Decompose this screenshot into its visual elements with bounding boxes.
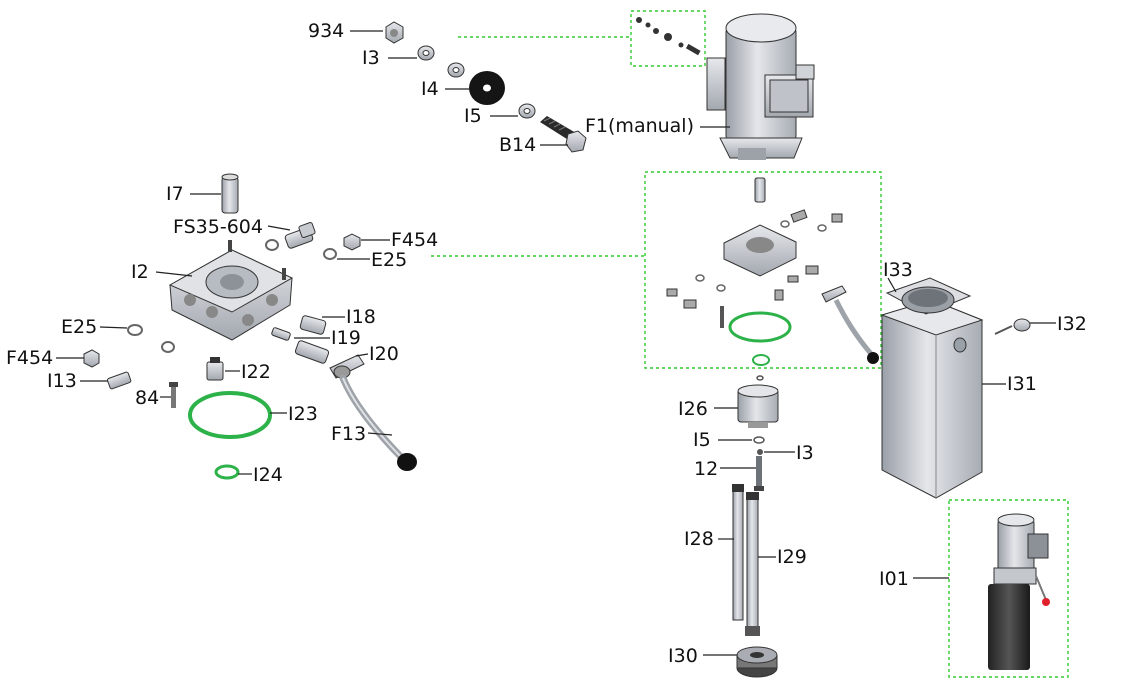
label-i23: I23	[288, 403, 318, 425]
leader-i20	[355, 353, 369, 357]
pump-i26	[737, 384, 779, 428]
handle-f13	[339, 374, 417, 471]
fitting-i13	[107, 371, 132, 390]
plug-f454-left	[83, 349, 100, 368]
oring-e25-right	[323, 248, 337, 260]
valve-cartridge	[294, 340, 330, 364]
label-i3-top: I3	[362, 47, 380, 69]
rubber-washer-i4	[469, 71, 505, 105]
valve-block-i2	[168, 240, 294, 341]
tank-flange-i33	[885, 277, 972, 315]
label-i30: I30	[668, 645, 698, 667]
label-i5-top: I5	[464, 105, 482, 127]
label-i20: I20	[369, 343, 399, 365]
leader-i33	[887, 277, 897, 293]
plug-i18	[299, 315, 327, 335]
detail-box-motor-hardware	[630, 10, 706, 67]
lever-i20	[329, 354, 365, 379]
leader-f13	[367, 432, 393, 436]
label-e25-right: E25	[371, 249, 407, 271]
screw-i19	[271, 327, 291, 341]
breather-i32	[994, 318, 1031, 335]
oring-i23	[188, 391, 272, 439]
label-i22: I22	[241, 361, 271, 383]
filter-i30	[736, 646, 778, 678]
oring-e25-left	[127, 324, 143, 336]
washer-left-2	[161, 341, 175, 353]
label-i13: I13	[47, 370, 77, 392]
fitting-i22	[206, 357, 224, 381]
label-i3-mid: I3	[796, 442, 814, 464]
spacer-i7	[221, 173, 239, 214]
mini-hardware-parts	[636, 17, 701, 56]
label-84: 84	[135, 387, 159, 409]
label-i24: I24	[253, 464, 283, 486]
washer-i3-mid	[757, 449, 763, 455]
leader-i2	[155, 271, 193, 277]
label-i01: I01	[879, 568, 909, 590]
label-i5-mid: I5	[693, 429, 711, 451]
label-i19: I19	[331, 327, 361, 349]
leader-fs35	[267, 225, 291, 231]
label-f13: F13	[331, 423, 366, 445]
label-i26: I26	[678, 398, 708, 420]
label-f454-left: F454	[6, 347, 53, 369]
label-i18: I18	[346, 306, 376, 328]
nut-934	[385, 21, 404, 44]
washer-i5-mid	[753, 436, 765, 444]
label-12: 12	[694, 458, 718, 480]
power-unit-i01	[988, 513, 1050, 670]
motor-f1	[706, 13, 815, 160]
washer-left-1	[265, 239, 279, 251]
washer-i5-top	[518, 103, 536, 119]
label-i4: I4	[421, 78, 439, 100]
label-i33: I33	[883, 259, 913, 281]
assembly-thumbnail	[666, 177, 879, 366]
label-i7: I7	[166, 183, 184, 205]
label-i28: I28	[684, 528, 714, 550]
label-i32: I32	[1057, 313, 1087, 335]
label-f1: F1(manual)	[585, 115, 694, 137]
label-i2: I2	[131, 261, 149, 283]
label-f454-top: F454	[391, 229, 438, 251]
screw-84	[169, 382, 178, 408]
return-tube-i29	[745, 492, 760, 636]
leader-e25-left	[99, 326, 128, 329]
bolt-b14	[540, 116, 587, 153]
small-seal	[756, 375, 764, 381]
label-i29: I29	[777, 546, 807, 568]
detail-box-complete-unit	[948, 499, 1069, 678]
washer-i4-small	[447, 62, 465, 78]
bolt-12	[754, 456, 764, 491]
suction-tube-i28	[732, 484, 744, 621]
label-934: 934	[308, 20, 344, 42]
plug-f454-top	[343, 233, 361, 251]
washer-i3-top	[417, 45, 435, 61]
label-e25-left: E25	[61, 316, 97, 338]
fitting-fs35-604	[284, 222, 316, 249]
tank-i31	[880, 299, 984, 499]
label-i31: I31	[1007, 373, 1037, 395]
oring-i24	[214, 464, 240, 480]
label-b14: B14	[499, 134, 536, 156]
label-fs35: FS35-604	[173, 216, 263, 238]
